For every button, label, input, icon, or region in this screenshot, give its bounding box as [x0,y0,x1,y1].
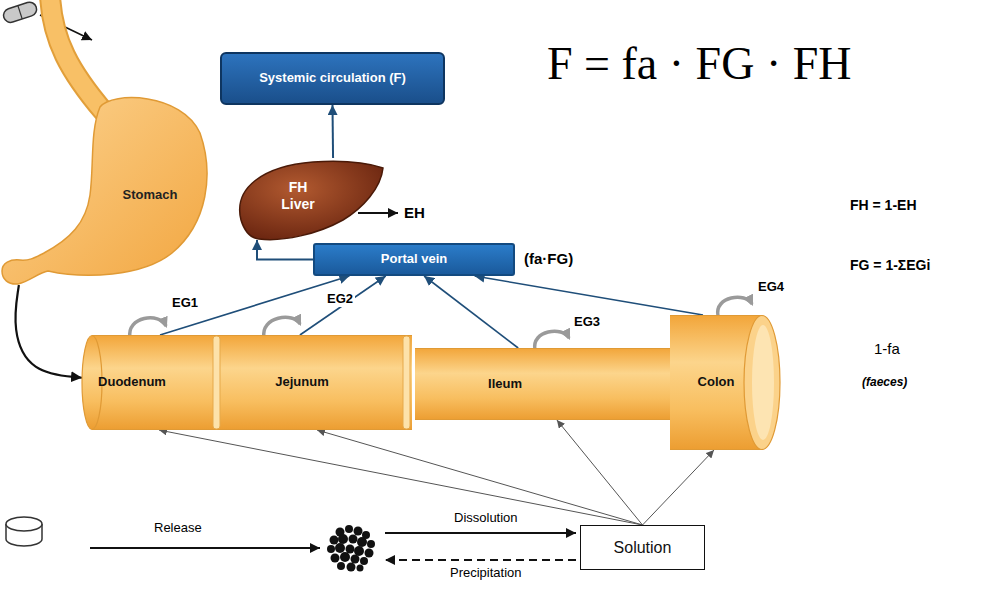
particle [360,557,368,565]
particle [367,540,375,548]
stomach-organ: Stomach [0,95,210,285]
process-label: Dissolution [452,511,520,526]
particle [337,562,345,570]
gut-segment: Duodenum [82,335,222,430]
node-label: Colon [698,374,735,390]
particle [357,565,364,572]
tube-edge [415,419,673,420]
note: (faeces) [860,376,909,390]
node-label: FH [289,179,308,197]
loss-arrow [535,331,569,350]
flow-arrow [159,430,643,525]
pill-body [2,0,39,24]
particle [330,536,339,545]
flow-arrow [424,276,518,348]
tube-edge [222,335,412,336]
tube-end [744,316,780,450]
tube-body [222,335,412,430]
particle [327,545,335,553]
tablet-icon [6,517,42,546]
node-label: Solution [614,538,672,558]
particle [354,546,364,556]
particle [349,535,358,544]
gut-segment: Colon [670,315,780,450]
particle [331,554,340,563]
flow-arrow [317,430,643,525]
tablet-top [6,517,42,531]
tube-edge [222,429,412,430]
node-outline [415,348,673,420]
extraction-arrow [358,212,398,214]
stomach-outline [2,98,207,284]
particle [340,552,350,562]
symbol-label: (fa·FG) [522,250,575,267]
circulation-box: Systemic circulation (F) [220,52,445,105]
tube-joint [403,336,410,429]
tube-joint [213,336,220,429]
process-label: Precipitation [448,566,524,581]
flow-arrow [557,420,643,525]
flow-arrow [332,105,335,158]
process-label: Release [152,521,204,536]
symbol-label: EG2 [325,292,355,307]
node-label: Duodenum [98,374,166,390]
particle [357,537,367,547]
node-outline [0,95,210,285]
pill-icon [2,0,39,24]
particle [365,549,374,558]
liver-outline [240,161,383,239]
tube-edge [92,429,222,430]
node-label: Jejunum [275,374,328,390]
liver-organ: FHLiver [233,158,383,240]
particle [345,525,353,533]
node-label: Systemic circulation (F) [259,70,406,86]
tube-edge [92,335,222,336]
equation: FH = 1-EH [848,197,919,213]
node-label: Ileum [488,376,522,392]
equation: 1-fa [872,340,902,357]
symbol-label: EG1 [170,296,200,311]
symbol-label: EG4 [756,280,786,295]
formula: F = fa · FG · FH [545,38,854,91]
portal-vein-box: Portal vein [313,243,515,276]
symbol-label: EG3 [572,315,602,330]
tube-edge [415,348,673,349]
tube-body [415,348,673,420]
particle [354,527,363,536]
oesophagus-outline [50,0,104,112]
precipitation-arrow [385,559,576,561]
release-arrow [90,547,320,549]
particles [327,525,375,572]
gut-segment: Jejunum [222,335,412,430]
solution-box: Solution [580,525,705,570]
particle [346,545,355,554]
dissolution-arrow [385,532,576,534]
particle [351,555,360,564]
equation: FG = 1-ΣEGi [848,257,932,273]
flow-arrow [300,276,386,335]
tube-opening [752,325,774,440]
oesophagus [50,0,104,112]
pill-seam [18,6,22,19]
flow-arrow [643,450,715,525]
gut-segment: Ileum [415,348,673,420]
flow-arrow [257,240,313,260]
node-label: Liver [281,196,314,214]
particle [347,563,356,572]
node-label: Portal vein [381,251,447,267]
tube-edge [670,449,762,450]
flow-arrow [475,276,703,315]
node-label: Stomach [123,187,178,203]
flow-arrow [160,276,349,335]
tube-body [92,335,222,430]
flow-arrow [15,285,82,378]
loss-arrow [718,297,752,316]
symbol-label: EH [402,204,427,221]
particle [335,543,345,553]
tube-edge [670,315,762,316]
particle [338,534,348,544]
